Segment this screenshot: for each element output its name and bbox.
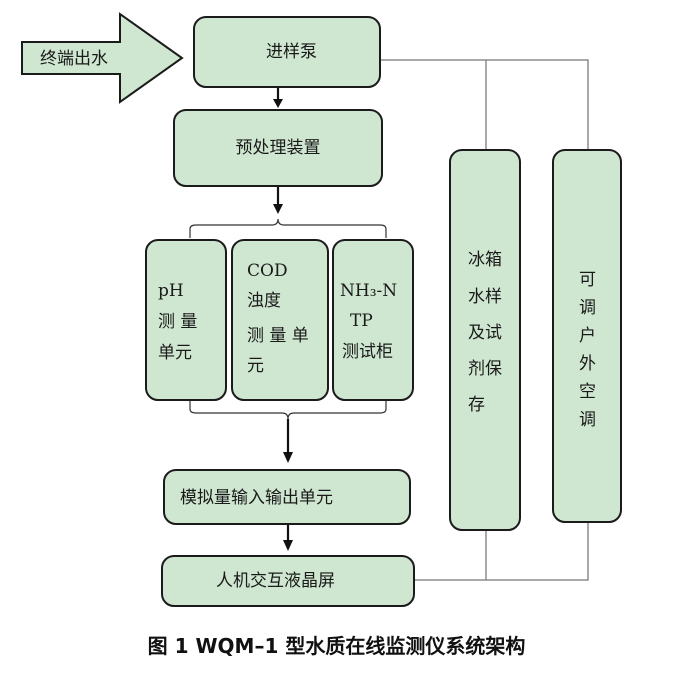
aircon-line-3: 户 [579, 326, 596, 346]
fridge-line-2: 水样 [468, 287, 502, 307]
input-arrow: 终端出水 [21, 12, 184, 104]
node-pump: 进样泵 [193, 16, 381, 88]
node-cod-unit: COD 浊度 测 量 单 元 [231, 239, 329, 401]
aircon-line-5: 空 [579, 382, 596, 402]
input-arrow-label: 终端出水 [40, 49, 108, 69]
pretreat-label: 预处理装置 [236, 138, 321, 158]
node-fridge: 冰箱 水样 及试 剂保 存 [449, 149, 521, 531]
ph-line-1: pH [158, 281, 184, 301]
aircon-line-6: 调 [579, 410, 596, 430]
ph-line-2: 测 量 [158, 312, 197, 332]
flow-arrows [273, 88, 293, 551]
analog-io-label: 模拟量输入输出单元 [180, 488, 333, 508]
node-nh3-cabinet: NH₃-N TP 测试柜 [332, 239, 414, 401]
nh3-line-3: 测试柜 [342, 342, 393, 362]
fridge-line-4: 剂保 [468, 359, 502, 379]
ph-unit-text: pH 测 量 单元 [158, 281, 203, 363]
top-brace [189, 218, 387, 238]
node-aircon: 可 调 户 外 空 调 [552, 149, 622, 523]
cod-line-4: 元 [247, 356, 264, 376]
bottom-brace [189, 400, 387, 420]
nh3-line-2: TP [350, 311, 373, 331]
fridge-line-5: 存 [468, 395, 485, 415]
fridge-line-3: 及试 [468, 323, 502, 343]
ph-line-3: 单元 [158, 343, 192, 363]
node-pretreat: 预处理装置 [173, 109, 383, 187]
node-hmi: 人机交互液晶屏 [161, 555, 415, 607]
connector-lines [381, 59, 589, 581]
nh3-cabinet-text: NH₃-N TP 测试柜 [340, 281, 403, 362]
architecture-diagram: 终端出水 进样泵 预处理装置 pH 测 量 单元 COD 浊度 测 量 单 元 … [21, 12, 622, 607]
nh3-line-1: NH₃-N [340, 281, 397, 301]
aircon-line-2: 调 [579, 298, 596, 318]
cod-unit-text: COD 浊度 测 量 单 元 [247, 261, 314, 376]
cod-line-2: 浊度 [247, 291, 281, 311]
fridge-text: 冰箱 水样 及试 剂保 存 [468, 250, 507, 415]
node-analog-io: 模拟量输入输出单元 [163, 469, 411, 525]
aircon-line-1: 可 [579, 270, 596, 290]
hmi-label: 人机交互液晶屏 [216, 571, 335, 591]
fridge-line-1: 冰箱 [468, 250, 502, 270]
figure-caption: 图 1 WQM–1 型水质在线监测仪系统架构 [147, 634, 526, 658]
node-ph-unit: pH 测 量 单元 [145, 239, 227, 401]
cod-line-3: 测 量 单 [247, 326, 309, 346]
pump-label: 进样泵 [266, 42, 317, 62]
cod-line-1: COD [247, 261, 288, 281]
aircon-text: 可 调 户 外 空 调 [579, 270, 601, 430]
aircon-line-4: 外 [579, 354, 596, 374]
